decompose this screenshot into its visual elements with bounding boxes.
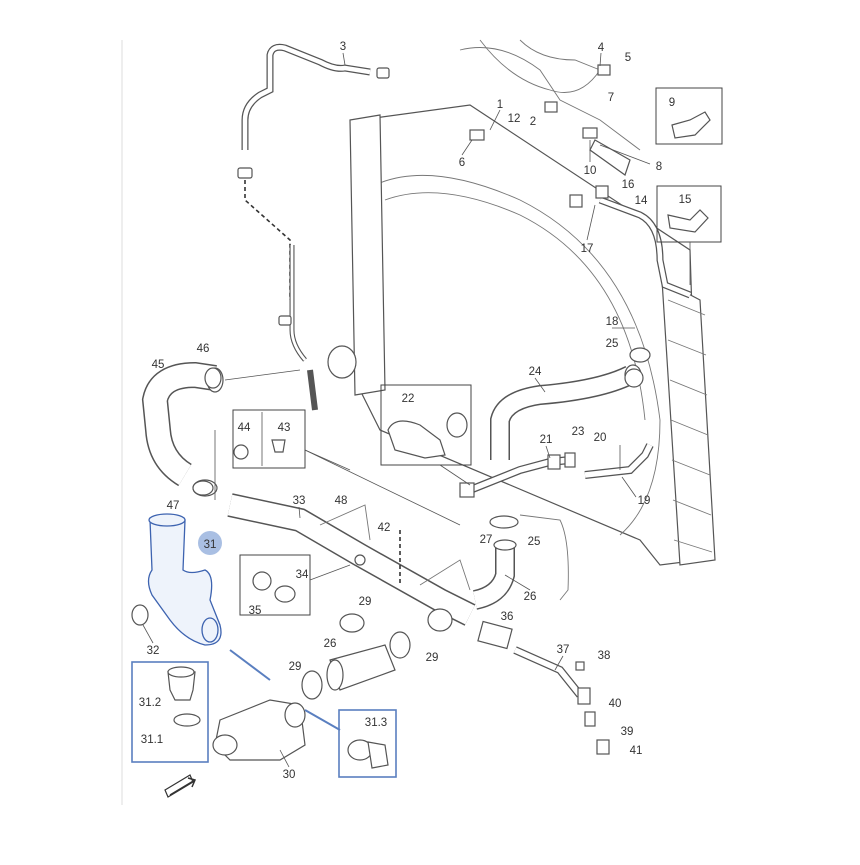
label-48[interactable]: 48: [335, 495, 348, 507]
label-23[interactable]: 23: [572, 426, 585, 438]
detail-box-31-3: [338, 709, 397, 778]
label-10[interactable]: 10: [584, 165, 597, 177]
clamp-46: [204, 367, 222, 389]
label-12[interactable]: 12: [508, 113, 521, 125]
radiator: [349, 104, 716, 566]
label-44[interactable]: 44: [238, 422, 251, 434]
clamp-32: [131, 604, 149, 626]
label-2[interactable]: 2: [530, 116, 536, 128]
detail-box-34-35: [239, 554, 351, 616]
bracket-36-37: [477, 620, 610, 755]
detail-box-15: [656, 185, 722, 285]
label-30[interactable]: 30: [283, 769, 296, 781]
arrow-icon: [164, 774, 194, 798]
label-24[interactable]: 24: [529, 366, 542, 378]
label-18[interactable]: 18: [606, 316, 619, 328]
label-21[interactable]: 21: [540, 434, 553, 446]
label-35[interactable]: 35: [249, 605, 262, 617]
label-26b[interactable]: 26: [324, 638, 337, 650]
label-41[interactable]: 41: [630, 745, 643, 757]
label-19[interactable]: 19: [638, 495, 651, 507]
label-29a[interactable]: 29: [359, 596, 372, 608]
part-labels: 3 4 5 7 9 1 12 2 6 10 8 16 14 15 17 18 2…: [139, 41, 692, 781]
label-31-2[interactable]: 31.2: [139, 697, 161, 709]
clamp-29: [301, 670, 323, 700]
label-38[interactable]: 38: [598, 650, 611, 662]
detail-box-43-44: [232, 409, 351, 471]
hose-28: [301, 613, 411, 700]
radiator-outlet: [327, 345, 357, 379]
label-15[interactable]: 15: [679, 194, 692, 206]
label-32[interactable]: 32: [147, 645, 160, 657]
label-20[interactable]: 20: [594, 432, 607, 444]
label-26[interactable]: 26: [524, 591, 537, 603]
thermostat-housing-30: [212, 699, 306, 761]
label-40[interactable]: 40: [609, 698, 622, 710]
label-46[interactable]: 46: [197, 343, 210, 355]
label-9[interactable]: 9: [669, 97, 675, 109]
detail-box-9: [655, 87, 723, 145]
label-22[interactable]: 22: [402, 393, 415, 405]
label-25b[interactable]: 25: [528, 536, 541, 548]
label-33[interactable]: 33: [293, 495, 306, 507]
label-3[interactable]: 3: [340, 41, 346, 53]
pipe-33: [227, 493, 476, 632]
label-39[interactable]: 39: [621, 726, 634, 738]
clamp-25: [624, 368, 644, 388]
label-36[interactable]: 36: [501, 611, 514, 623]
detail-box-22: [380, 384, 472, 486]
pipe-27: [472, 514, 569, 610]
label-43[interactable]: 43: [278, 422, 291, 434]
clamp-29: [389, 631, 411, 659]
hose-24: [490, 347, 651, 460]
direction-arrow-icon: [169, 777, 197, 796]
label-4[interactable]: 4: [598, 42, 605, 54]
label-37[interactable]: 37: [557, 644, 570, 656]
label-5[interactable]: 5: [625, 52, 631, 64]
label-31-1[interactable]: 31.1: [141, 734, 163, 746]
label-34[interactable]: 34: [296, 569, 309, 581]
label-27[interactable]: 27: [480, 534, 493, 546]
label-6[interactable]: 6: [459, 157, 465, 169]
label-45[interactable]: 45: [152, 359, 165, 371]
label-31[interactable]: 31: [204, 539, 217, 551]
hose-31-highlighted: [147, 513, 341, 731]
leader-lines: [142, 52, 651, 768]
hose-3: [237, 43, 390, 362]
hoses-upper-right: [459, 39, 692, 299]
label-8[interactable]: 8: [656, 161, 662, 173]
label-29c[interactable]: 29: [289, 661, 302, 673]
label-16[interactable]: 16: [622, 179, 635, 191]
label-47[interactable]: 47: [167, 500, 180, 512]
label-14[interactable]: 14: [635, 195, 648, 207]
label-31-3[interactable]: 31.3: [365, 717, 387, 729]
label-29b[interactable]: 29: [426, 652, 439, 664]
clamp-47: [192, 480, 214, 496]
label-17[interactable]: 17: [581, 243, 594, 255]
detail-box-31-1-31-2: [131, 661, 209, 763]
label-7[interactable]: 7: [608, 92, 614, 104]
label-1[interactable]: 1: [497, 99, 503, 111]
label-25[interactable]: 25: [606, 338, 619, 350]
label-42[interactable]: 42: [378, 522, 391, 534]
hose-21-19: [459, 443, 654, 498]
clamp-29: [339, 613, 365, 633]
